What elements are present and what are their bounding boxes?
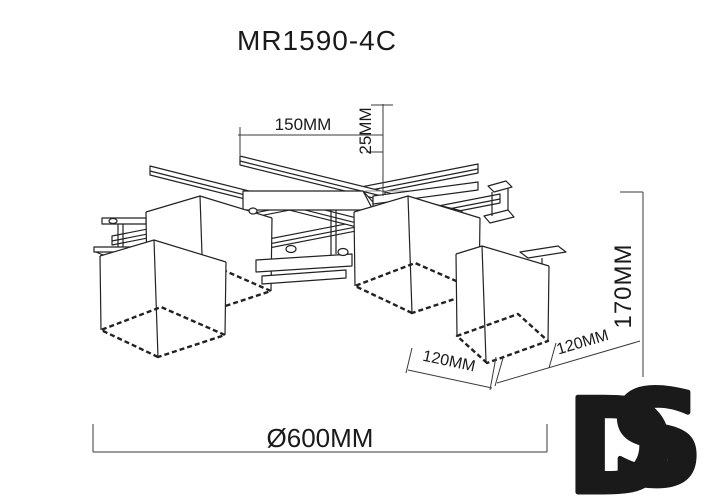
left-arm-bracket — [93, 217, 147, 259]
shade-body — [354, 196, 480, 313]
shade-body — [100, 240, 226, 357]
bracket-slab — [483, 209, 515, 224]
dim-label-25mm: 25MM — [356, 107, 375, 154]
shade-edges — [353, 195, 481, 314]
fixture-drawing — [93, 155, 567, 365]
dim-label-150mm: 150MM — [275, 115, 332, 134]
dimension-25mm: 25MM — [356, 104, 393, 196]
center-plate — [255, 253, 353, 273]
dim-label-120mm-right: 120MM — [555, 327, 611, 358]
ds-logo: D S — [564, 361, 707, 500]
shade-edges — [99, 239, 227, 358]
dim-label-170mm: 170MM — [610, 243, 637, 328]
shade-body — [456, 246, 549, 363]
dim-label-600mm: Ø600MM — [267, 423, 374, 453]
dim-line — [496, 340, 641, 384]
dimension-150mm: 150MM — [238, 115, 383, 155]
dim-tick — [405, 347, 413, 374]
center-plate — [261, 269, 347, 285]
dimension-600mm: Ø600MM — [92, 423, 548, 453]
canopy-plate — [242, 190, 374, 211]
logo-letter-d: D — [566, 371, 674, 500]
shade-rim — [99, 305, 227, 359]
dim-tick — [548, 342, 557, 369]
dimension-170mm: 170MM — [610, 191, 644, 377]
shade-front-left — [99, 239, 227, 359]
shade-edges — [455, 245, 550, 362]
product-title: MR1590-4C — [237, 25, 397, 56]
screw — [285, 244, 297, 254]
bracket-slab — [487, 180, 513, 193]
dim-tick — [489, 356, 497, 391]
bracket-plate — [519, 245, 567, 259]
dim-label-120mm-left: 120MM — [421, 348, 477, 376]
shade-front-right — [455, 245, 550, 365]
screw — [337, 247, 349, 257]
right-arm-bracket — [483, 180, 567, 266]
screw — [108, 217, 118, 225]
logo-letter-s: S — [610, 363, 704, 500]
center-plates — [248, 207, 353, 285]
screw — [248, 207, 258, 215]
shade-rim — [455, 312, 550, 365]
dim-tick — [494, 357, 504, 387]
dim-line — [407, 369, 493, 389]
